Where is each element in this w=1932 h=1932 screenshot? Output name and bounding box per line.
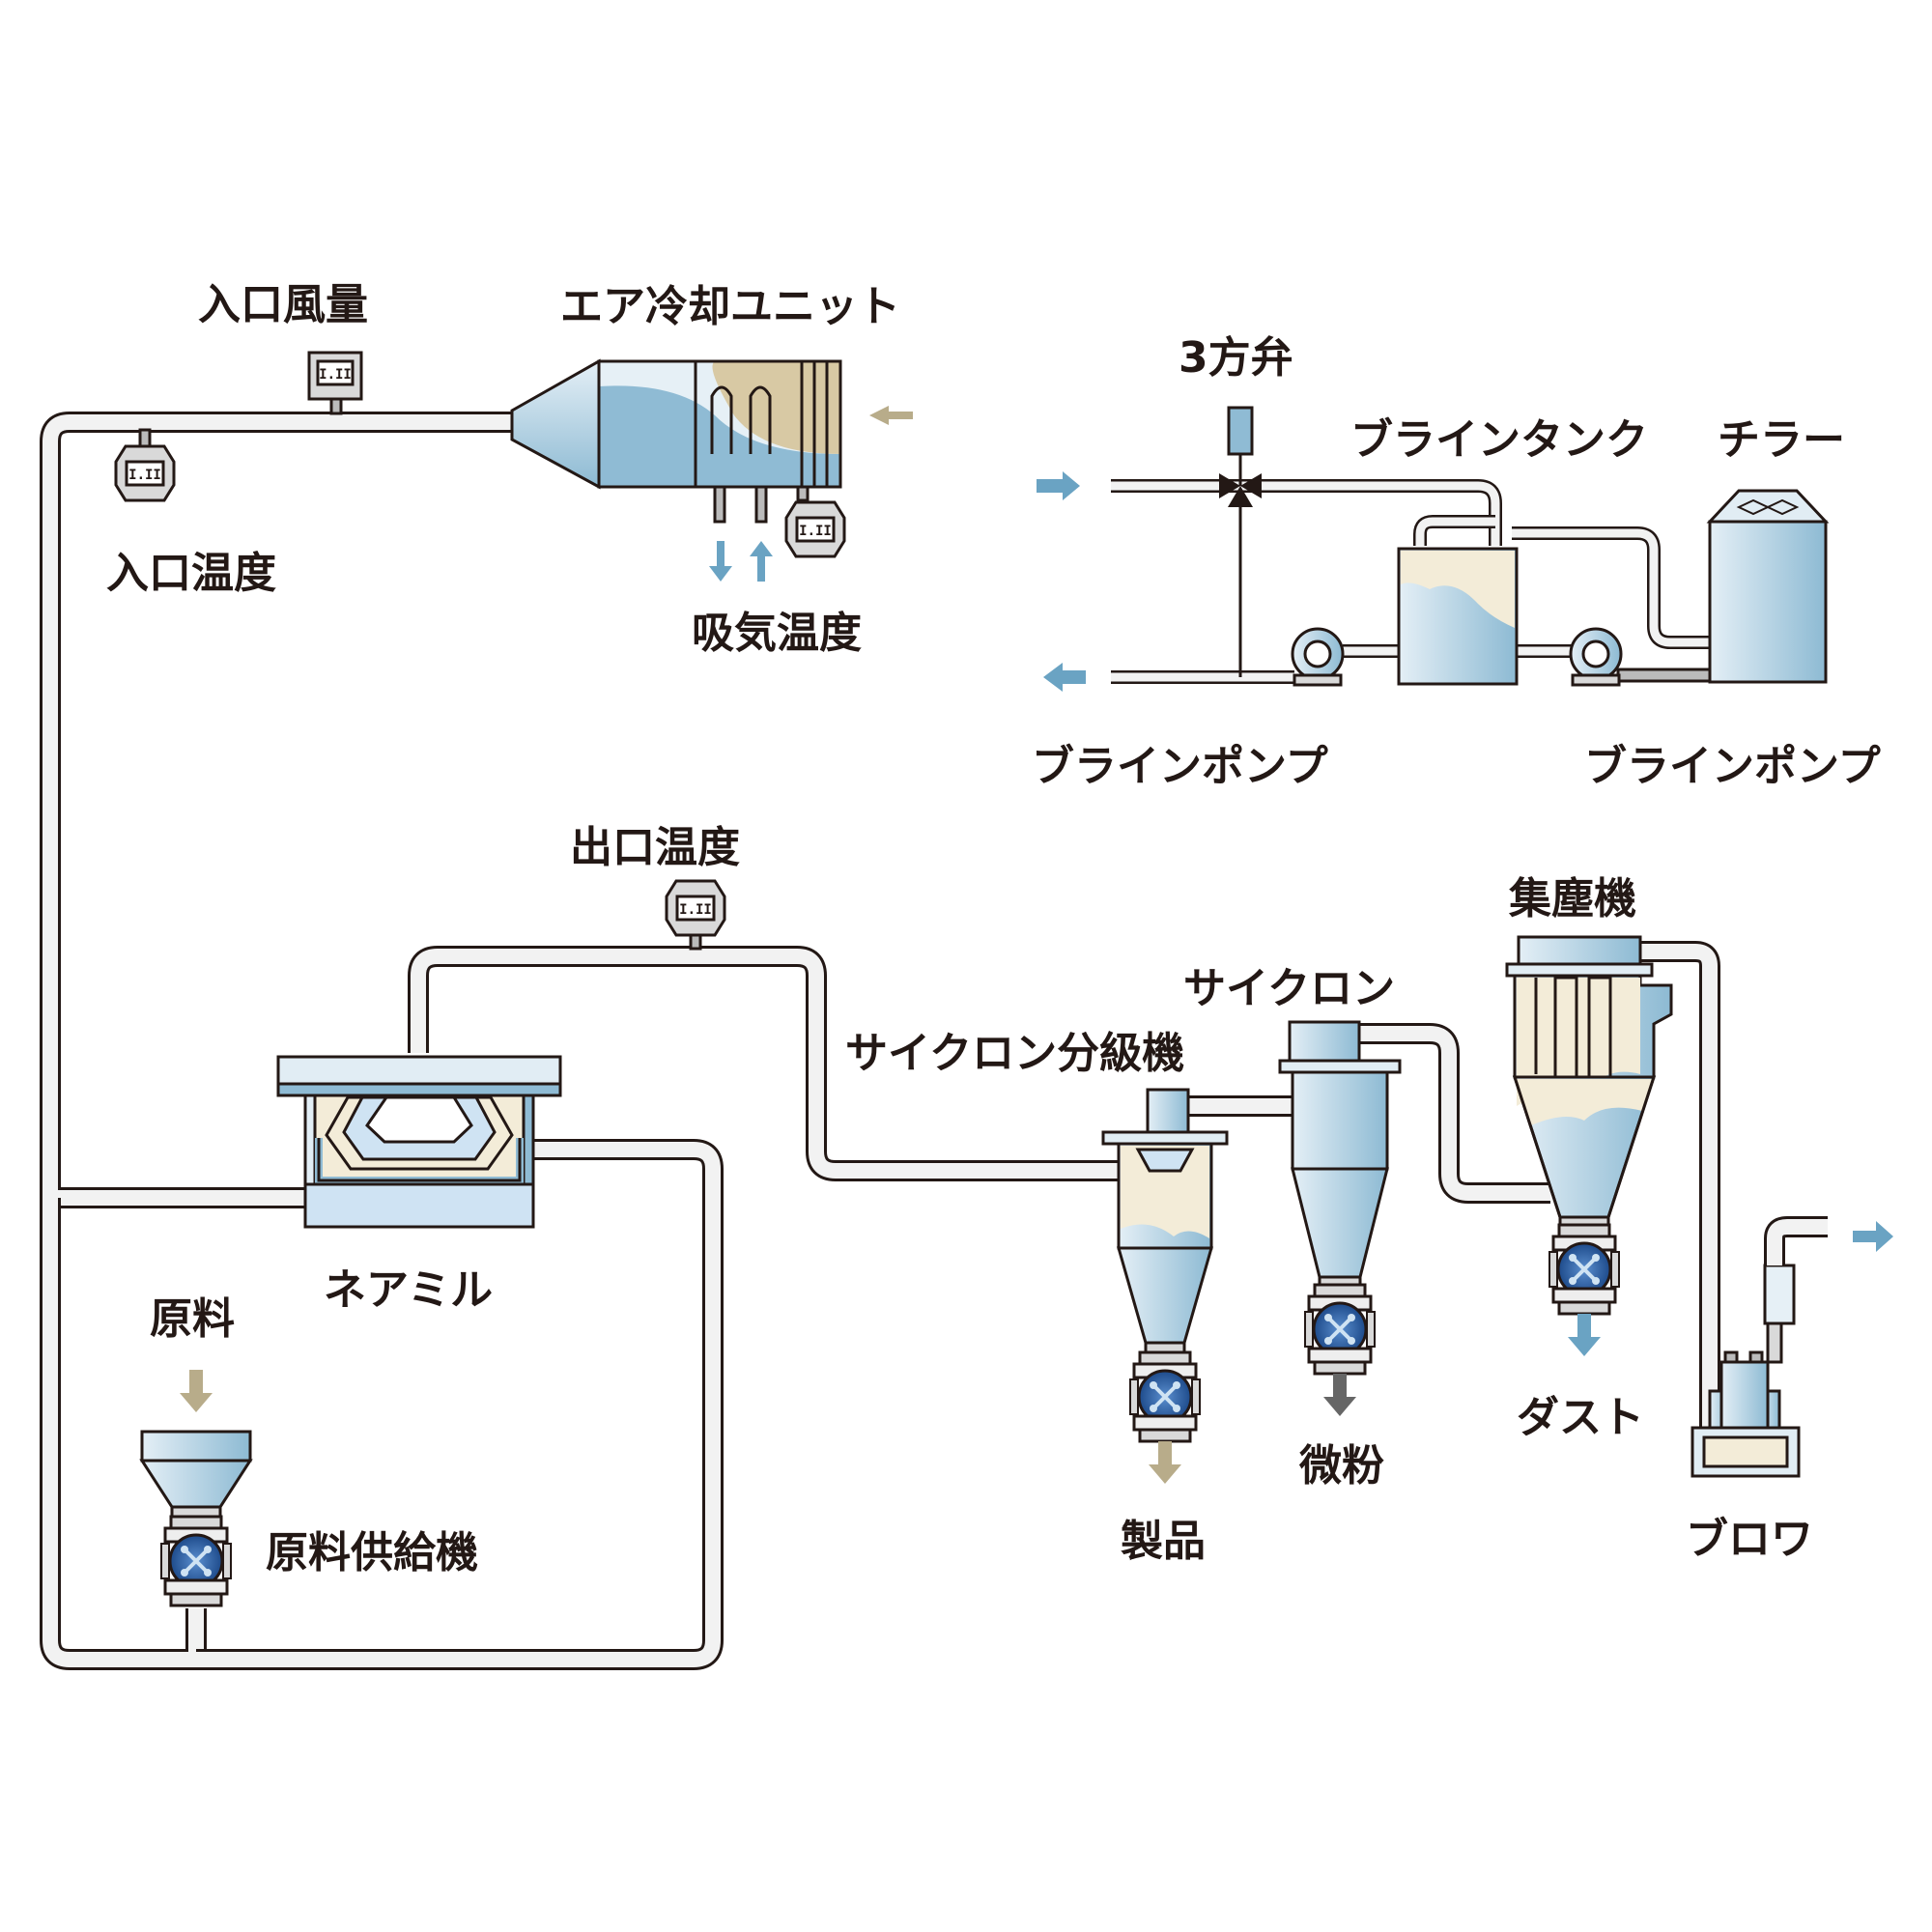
label-outlet-temp: 出口温度: [570, 823, 740, 872]
air-pipe-network: [40, 412, 1720, 1670]
air-cooling-unit: [510, 358, 842, 524]
rotary-valve-icon: [1128, 1350, 1202, 1443]
brine-pipe-network: [1111, 479, 1712, 684]
pump-icon: [1569, 627, 1623, 687]
outlet-temperature-gauge-icon: [665, 879, 726, 951]
label-brine-tank: ブラインタンク: [1350, 415, 1648, 465]
label-raw-material: 原料: [150, 1294, 235, 1344]
cyclone-classifier: [1101, 1088, 1229, 1443]
label-three-way-valve: 3方弁: [1179, 333, 1293, 383]
label-cyclone: サイクロン: [1183, 964, 1395, 1013]
label-inlet-temp: 入口温度: [106, 549, 276, 598]
intake-temperature-gauge-icon: [784, 500, 846, 558]
label-dust-collector: 集塵機: [1508, 874, 1636, 923]
dust-collector: [1505, 935, 1673, 1316]
label-brine-pump-right: ブラインポンプ: [1584, 742, 1881, 791]
labels: 入口風量 エア冷却ユニット 入口温度 吸気温度 3方弁 ブラインタンク チラー …: [106, 280, 1881, 1577]
label-dust: ダスト: [1517, 1393, 1644, 1442]
label-nea-mill: ネアミル: [324, 1265, 493, 1315]
label-raw-feeder: 原料供給機: [266, 1528, 478, 1577]
three-way-valve: [1219, 406, 1262, 507]
nea-mill: [276, 1055, 562, 1229]
inlet-temperature-gauge-icon: [114, 428, 176, 502]
chiller: [1706, 489, 1830, 684]
svg-text:I.II: I.II: [319, 367, 352, 383]
label-inlet-airflow: 入口風量: [198, 280, 368, 329]
label-air-cooling-unit: エア冷却ユニット: [560, 282, 900, 331]
label-product: 製品: [1121, 1517, 1206, 1566]
label-blower: ブロワ: [1686, 1515, 1813, 1564]
label-intake-temp: 吸気温度: [692, 609, 862, 658]
label-brine-pump-left: ブラインポンプ: [1032, 742, 1328, 791]
raw-material-feeder: [139, 1430, 253, 1607]
label-cyclone-classifier: サイクロン分級機: [845, 1029, 1184, 1078]
rotary-valve-icon: [1548, 1223, 1621, 1316]
airflow-meter-icon: I.II: [307, 351, 363, 415]
flow-arrows: [180, 406, 1893, 1484]
rotary-valve-icon: [159, 1515, 233, 1607]
brine-tank: [1397, 547, 1519, 686]
cyclone: [1278, 1020, 1402, 1376]
label-chiller: チラー: [1718, 415, 1845, 465]
label-fine-powder: 微粉: [1298, 1441, 1384, 1491]
pump-icon: [1291, 627, 1345, 687]
blower: [1690, 1216, 1828, 1478]
rotary-valve-icon: [1303, 1283, 1377, 1376]
